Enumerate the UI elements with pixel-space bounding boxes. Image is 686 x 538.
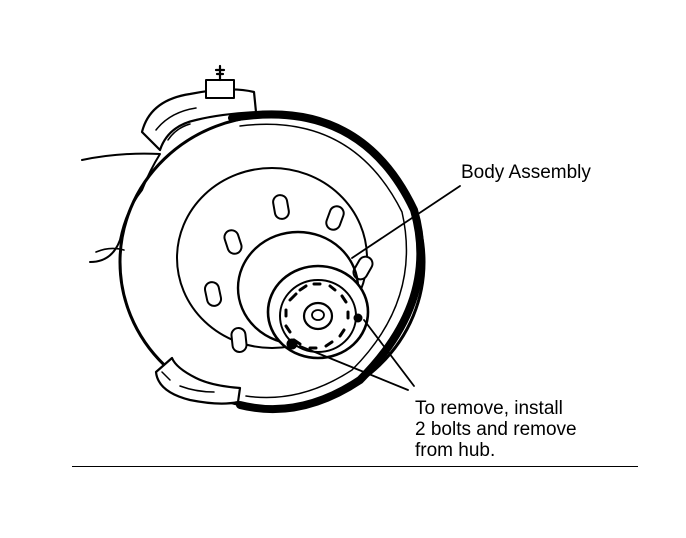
leader-remove-1: [299, 345, 409, 391]
removal-note-label: To remove, install 2 bolts and remove fr…: [415, 398, 577, 461]
bleeder-screw: [214, 64, 226, 82]
leader-remove-2: [363, 319, 415, 387]
removal-note-line-2: 2 bolts and remove: [415, 419, 577, 440]
removal-bolt-2: [353, 313, 363, 323]
caliper-bottom-detail: [161, 371, 215, 393]
rotor-inner-rim-line: [239, 123, 408, 399]
wheel-studs: [203, 194, 374, 353]
removal-bolt-1: [286, 338, 298, 350]
hand-outline: [81, 152, 161, 263]
leader-body-assembly: [351, 185, 461, 259]
caliper-top-detail: [155, 107, 197, 141]
removal-note-line-3: from hub.: [415, 440, 496, 461]
caliper-bottom: [154, 356, 242, 405]
bottom-rule: [72, 466, 638, 467]
hub-center-cap: [311, 309, 325, 321]
rotor-rim-band: [228, 110, 425, 414]
caliper-top-bleeder-base: [205, 79, 235, 99]
removal-note-line-1: To remove, install: [415, 398, 563, 419]
hub-center-bore: [302, 301, 334, 331]
caliper-top: [140, 88, 258, 152]
body-assembly-label: Body Assembly: [461, 162, 591, 183]
